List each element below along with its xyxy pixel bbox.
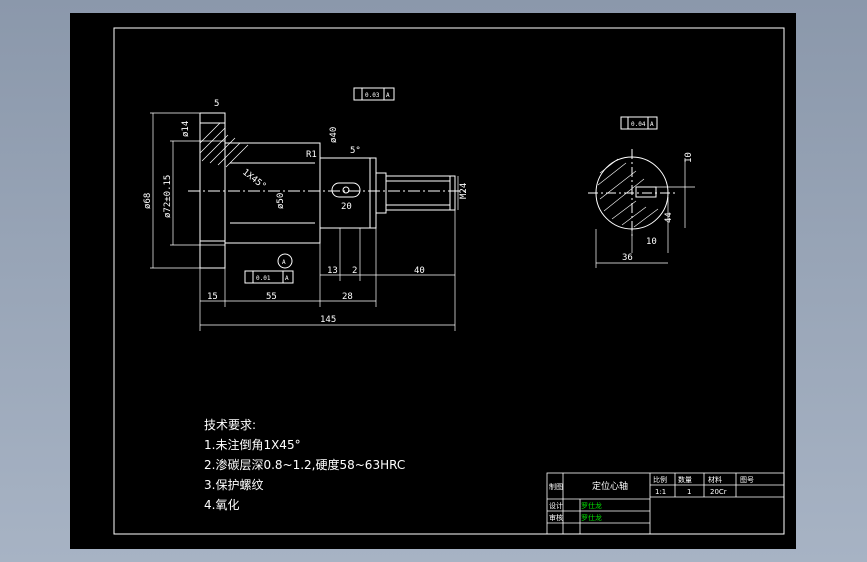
cad-drawing-viewport[interactable]: 145 55 28 15 13 2 40 20 R1 M24 ø68 ø72±0… bbox=[70, 13, 796, 549]
dim-145: 145 bbox=[320, 315, 336, 325]
tolerance-frame-right bbox=[620, 116, 658, 130]
title-block bbox=[546, 472, 785, 535]
tol-left-value: 0.01 bbox=[256, 275, 271, 282]
tb-qty: 1 bbox=[687, 488, 691, 496]
dim-20: 20 bbox=[341, 202, 352, 212]
dim-angle-5: 5° bbox=[350, 146, 361, 156]
runout-frame-top bbox=[353, 87, 395, 101]
tb-drawn-label: 制图 bbox=[549, 482, 563, 491]
dim-36: 36 bbox=[622, 253, 633, 263]
requirement-4: 4.氧化 bbox=[204, 498, 239, 512]
dimension-labels: 145 55 28 15 13 2 40 20 R1 M24 ø68 ø72±0… bbox=[143, 92, 694, 325]
dim-10: 10 bbox=[646, 237, 657, 247]
tb-design-by: 罗仕龙 bbox=[581, 513, 602, 522]
dim-28: 28 bbox=[342, 292, 353, 302]
dim-d68: ø68 bbox=[143, 193, 153, 209]
dim-2: 2 bbox=[352, 266, 357, 276]
dim-d72: ø72±0.15 bbox=[163, 175, 173, 218]
dim-chamfer: 1X45° bbox=[240, 167, 268, 192]
tb-qty-label: 数量 bbox=[678, 475, 692, 484]
dim-5: 5 bbox=[214, 99, 219, 109]
tb-design-label: 设计 bbox=[549, 501, 563, 510]
tol-right-value: 0.04 bbox=[631, 121, 646, 128]
dim-13: 13 bbox=[327, 266, 338, 276]
requirement-3: 3.保护螺纹 bbox=[204, 478, 263, 492]
dim-d14: ø14 bbox=[181, 121, 191, 137]
dim-55: 55 bbox=[266, 292, 277, 302]
tb-drawing-no-label: 图号 bbox=[740, 476, 754, 484]
requirement-1: 1.未注倒角1X45° bbox=[204, 437, 301, 452]
dim-d50: ø50 bbox=[276, 193, 286, 209]
side-section-view bbox=[588, 149, 695, 268]
drawing-canvas: 145 55 28 15 13 2 40 20 R1 M24 ø68 ø72±0… bbox=[113, 27, 785, 535]
title-block-text: 定位心轴 比例 数量 材料 图号 1:1 1 20Cr 制图 设计 审核 罗仕龙… bbox=[549, 475, 754, 522]
dim-r1: R1 bbox=[306, 150, 317, 160]
tb-drawn-by: 罗仕龙 bbox=[581, 501, 602, 510]
shaft-front-view bbox=[199, 112, 456, 269]
section-hatching-side bbox=[597, 158, 659, 228]
tol-top-value: 0.03 bbox=[365, 92, 380, 99]
drawing-frame bbox=[113, 27, 785, 535]
tb-material: 20Cr bbox=[710, 488, 727, 496]
tb-material-label: 材料 bbox=[708, 475, 722, 484]
requirements-heading: 技术要求: bbox=[204, 418, 256, 432]
technical-requirements: 技术要求: 1.未注倒角1X45° 2.渗碳层深0.8~1.2,硬度58~63H… bbox=[204, 418, 405, 512]
tb-ratio: 1:1 bbox=[655, 488, 666, 496]
dim-40: 40 bbox=[414, 266, 425, 276]
vertical-dimensions bbox=[150, 112, 459, 269]
requirement-2: 2.渗碳层深0.8~1.2,硬度58~63HRC bbox=[204, 457, 405, 472]
tol-left-datum: A bbox=[285, 275, 289, 282]
dim-d40: ø40 bbox=[329, 127, 339, 143]
tb-review-label: 审核 bbox=[549, 513, 563, 522]
horizontal-dimensions bbox=[199, 210, 456, 331]
tol-right-datum: A bbox=[650, 121, 654, 128]
dim-44: 44 bbox=[664, 212, 674, 223]
tol-top-datum: A bbox=[386, 92, 390, 99]
section-hatching bbox=[199, 122, 249, 168]
runout-frame-left bbox=[244, 270, 294, 284]
dim-15: 15 bbox=[207, 292, 218, 302]
dim-m24: M24 bbox=[459, 183, 469, 199]
tb-ratio-label: 比例 bbox=[653, 475, 667, 484]
tb-part-name: 定位心轴 bbox=[592, 480, 628, 492]
dim-10-side: 10 bbox=[684, 152, 694, 163]
datum-a-label: A bbox=[282, 259, 286, 266]
datum-a-symbol bbox=[277, 253, 293, 269]
